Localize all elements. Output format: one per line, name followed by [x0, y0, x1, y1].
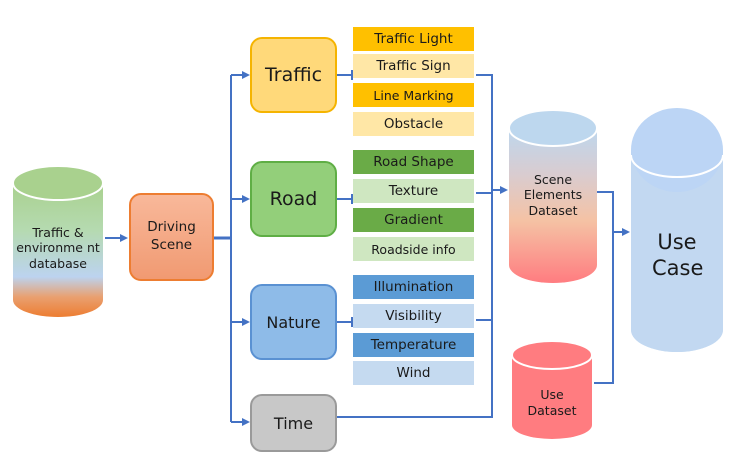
use-case-text: Use Case — [652, 229, 704, 280]
item-gradient[interactable]: Gradient — [353, 208, 474, 232]
scene-elements-dataset-text: Scene Elements Dataset — [523, 171, 583, 218]
category-road-label: Road — [269, 188, 318, 210]
category-traffic[interactable]: Traffic — [250, 37, 337, 113]
source-database-cylinder — [12, 165, 104, 317]
datasets-collector — [594, 191, 614, 384]
source-database-label: Traffic & environme nt database — [16, 224, 100, 271]
nature-to-items — [337, 317, 353, 327]
item-texture[interactable]: Texture — [353, 179, 474, 203]
item-traffic-light[interactable]: Traffic Light — [353, 27, 474, 51]
item-line-marking[interactable]: Line Marking — [353, 83, 474, 107]
scene-elements-dataset-cylinder — [508, 109, 598, 283]
driving-scene-box[interactable]: Driving Scene — [129, 193, 214, 281]
category-traffic-label: Traffic — [264, 64, 323, 86]
category-time[interactable]: Time — [250, 394, 337, 452]
use-dataset-cylinder — [511, 340, 593, 439]
category-time-label: Time — [273, 413, 314, 433]
right-collector — [337, 74, 493, 418]
category-nature[interactable]: Nature — [250, 284, 337, 360]
item-traffic-sign[interactable]: Traffic Sign — [353, 54, 474, 78]
use-dataset-text: Use Dataset — [527, 387, 577, 418]
item-wind[interactable]: Wind — [353, 361, 474, 385]
item-obstacle[interactable]: Obstacle — [353, 112, 474, 136]
use-dataset-label: Use Dataset — [512, 373, 592, 433]
road-to-items — [337, 194, 353, 204]
traffic-to-items — [337, 70, 353, 80]
use-case-cylinder — [630, 108, 724, 352]
use-case-label: Use Case — [631, 215, 723, 295]
category-road[interactable]: Road — [250, 161, 337, 237]
driving-scene-label: Driving Scene — [147, 219, 196, 253]
connectors — [105, 70, 630, 426]
category-nature-label: Nature — [266, 312, 321, 332]
item-temperature[interactable]: Temperature — [353, 333, 474, 357]
item-visibility[interactable]: Visibility — [353, 304, 474, 328]
item-illumination[interactable]: Illumination — [353, 275, 474, 299]
item-roadside-info[interactable]: Roadside info — [353, 237, 474, 261]
scene-elements-dataset-label: Scene Elements Dataset — [509, 160, 597, 230]
item-road-shape[interactable]: Road Shape — [353, 150, 474, 174]
